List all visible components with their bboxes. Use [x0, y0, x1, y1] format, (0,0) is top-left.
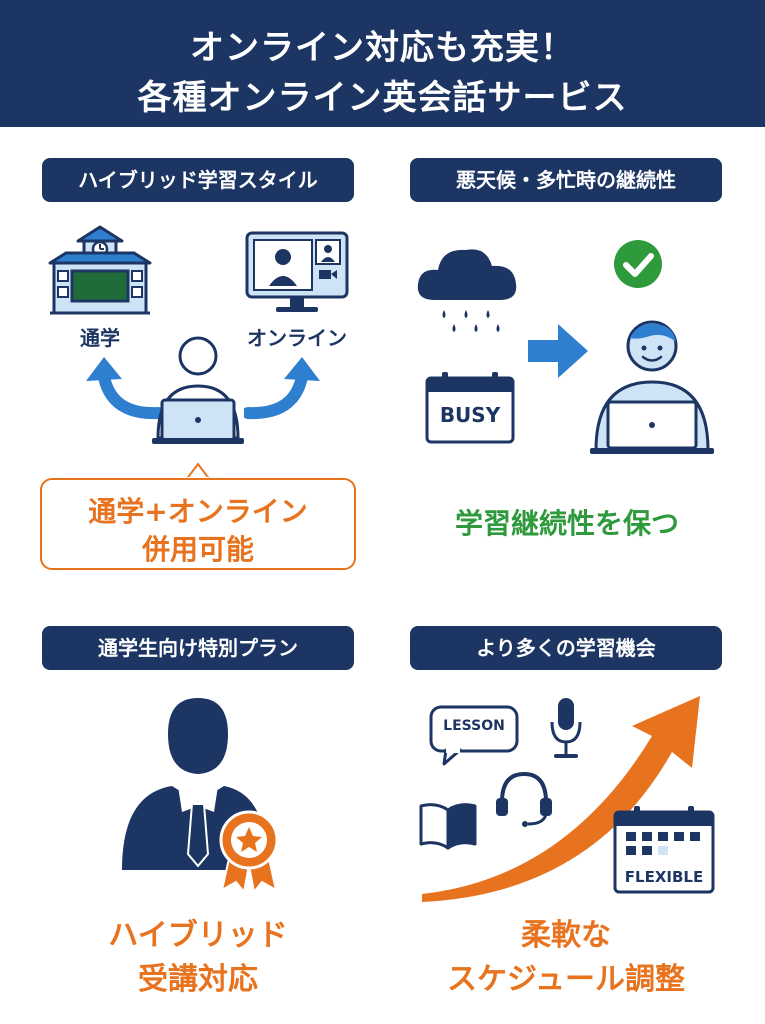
- monitor-video-call-icon: [245, 231, 349, 312]
- microphone-icon: [550, 698, 582, 758]
- label-online: オンライン: [247, 326, 347, 350]
- caption-hybrid-line2: 受講対応: [138, 962, 258, 997]
- check-circle-icon: [614, 240, 662, 288]
- caption-flexible-line1: 柔軟な: [521, 918, 611, 953]
- curved-arrow-icon: [244, 357, 320, 420]
- caption-hybrid-line1: ハイブリッド: [108, 918, 288, 953]
- section-title-continuity: 悪天候・多忙時の継続性: [410, 158, 722, 202]
- section-title-opportunities: より多くの学習機会: [410, 626, 722, 670]
- flexible-calendar-icon: [613, 806, 715, 894]
- rain-cloud-icon: [417, 249, 517, 332]
- rising-arrow-icon: [422, 696, 700, 902]
- busy-calendar-icon: [425, 372, 515, 444]
- label-school: 通学: [80, 326, 120, 350]
- right-arrow-icon: [528, 324, 588, 378]
- caption-flexible-line2: スケジュール調整: [447, 962, 685, 997]
- award-ribbon-icon: [219, 810, 279, 894]
- flexible-label: FLEXIBLE: [624, 868, 704, 886]
- person-laptop-icon: [590, 320, 714, 454]
- section-title-hybrid: ハイブリッド学習スタイル: [42, 158, 354, 202]
- page-header: オンライン対応も充実！ 各種オンライン英会話サービス: [0, 0, 765, 127]
- lesson-label: LESSON: [443, 718, 505, 734]
- header-title-line2: 各種オンライン英会話サービス: [137, 78, 628, 118]
- headset-icon: [496, 771, 552, 827]
- book-icon: [419, 803, 477, 850]
- school-icon: [48, 225, 152, 315]
- callout-line2: 併用可能: [141, 533, 254, 566]
- section-title-special-plan: 通学生向け特別プラン: [42, 626, 354, 670]
- busy-label: BUSY: [439, 403, 501, 427]
- callout-hybrid: 通学+オンライン 併用可能: [40, 478, 356, 570]
- person-laptop-icon: [152, 336, 244, 444]
- header-title-line1: オンライン対応も充実！: [190, 28, 575, 68]
- callout-line1: 通学+オンライン: [88, 495, 308, 528]
- lesson-bubble-icon: [429, 705, 519, 766]
- caption-continuity: 学習継続性を保つ: [454, 507, 679, 540]
- curved-arrow-icon: [86, 357, 162, 420]
